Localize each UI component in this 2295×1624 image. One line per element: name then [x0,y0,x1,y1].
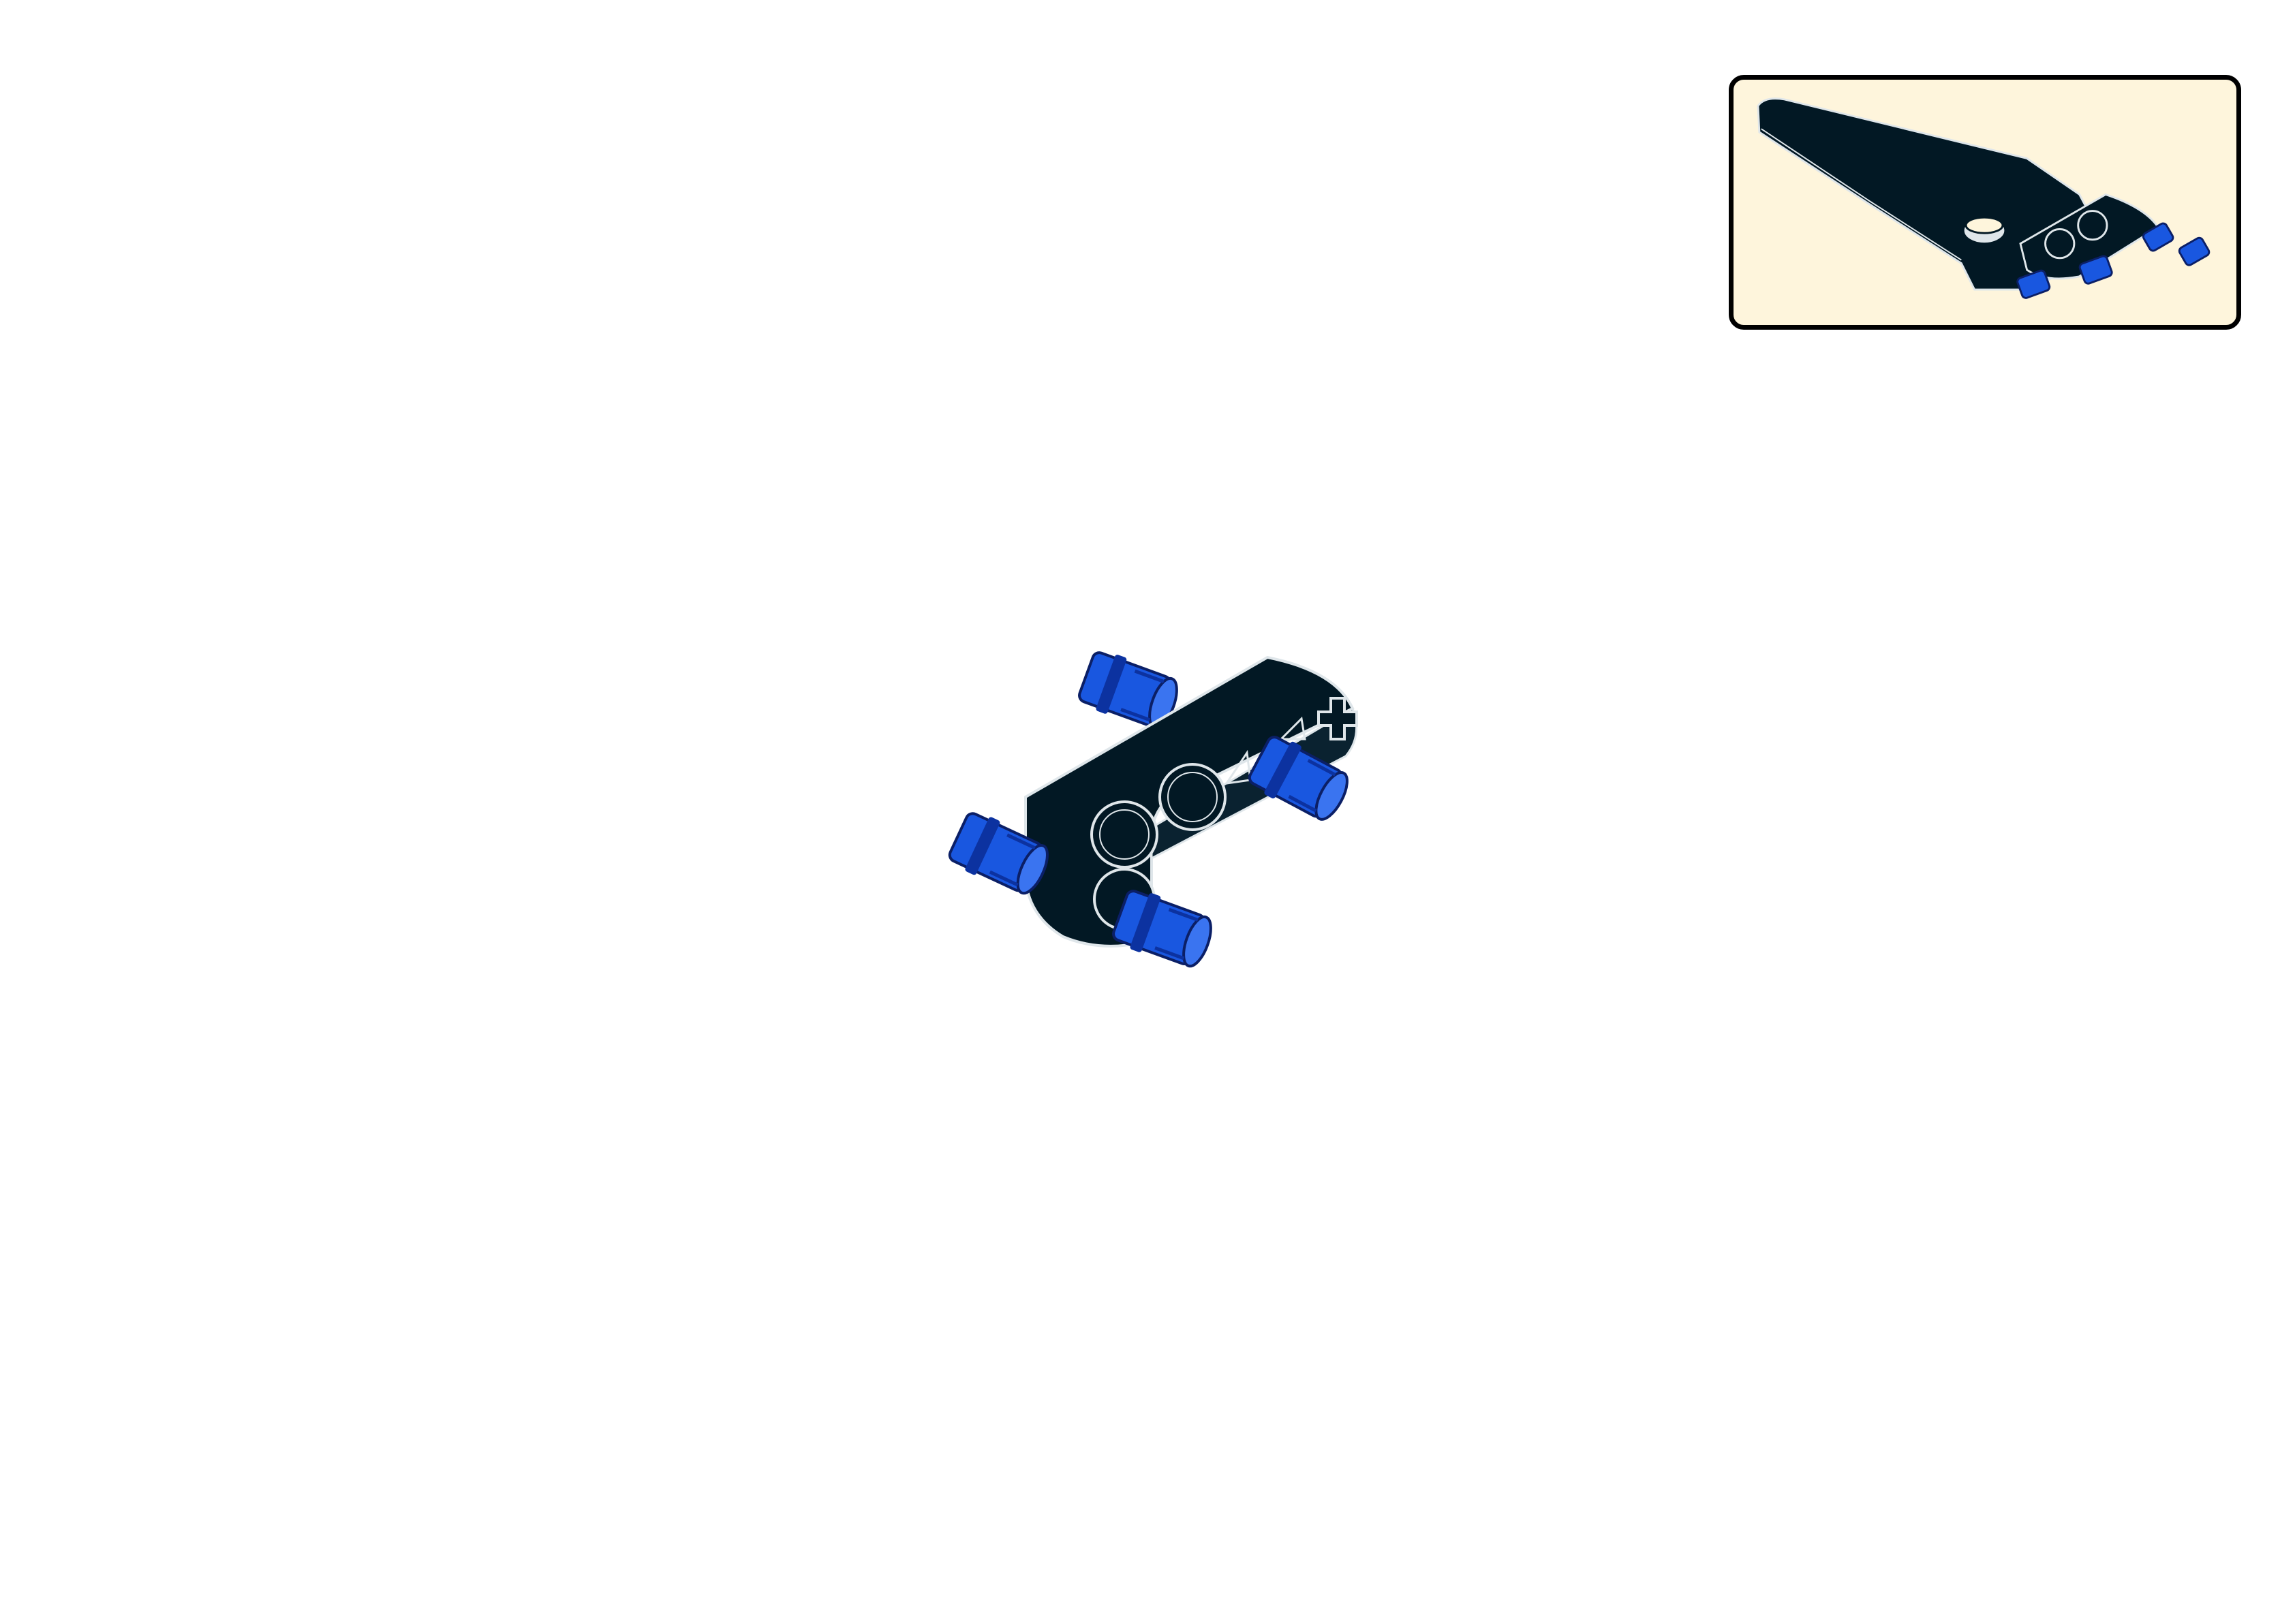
blue-pin-bottom [1110,886,1218,973]
blue-pin-inset-3 [2142,222,2174,252]
blue-pin-inset-4 [2178,236,2211,266]
black-wing-panel [1757,97,2108,291]
blue-pin-inset-1 [2016,269,2051,299]
blue-pin-inset-2 [2078,255,2113,285]
wing-assembly-illustration [1757,97,2211,299]
assembly-preview-inset [1729,75,2241,330]
